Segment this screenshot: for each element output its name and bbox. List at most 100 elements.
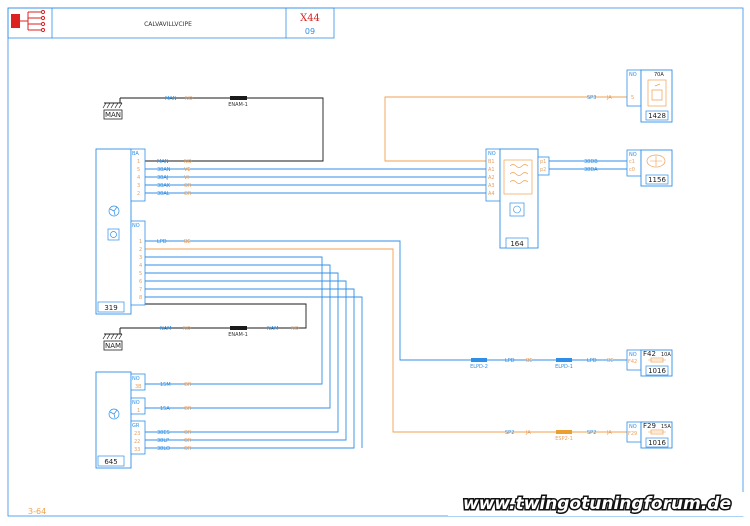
ground-label-man: MAN <box>105 111 121 119</box>
wire-nam <box>120 303 307 329</box>
component-1156: NO c1 c0 1156 <box>626 149 673 187</box>
wire-label: NAM <box>267 326 278 332</box>
pin-number: B1 <box>488 159 495 165</box>
wire-label: 38DA <box>584 167 598 173</box>
pin-number: F42 <box>628 359 637 365</box>
wire-15m <box>145 256 323 385</box>
wire-label: NO <box>185 96 193 102</box>
wire-label: 38AK <box>157 183 171 189</box>
wire-label: OR <box>184 446 192 452</box>
pin-number: 22 <box>134 439 140 445</box>
pin-number: A3 <box>488 183 495 189</box>
ground-symbol: MAN <box>102 98 123 120</box>
wire-label: 38LO <box>157 446 170 452</box>
connector-id: GR <box>132 423 140 429</box>
component-number: 1016 <box>648 439 666 447</box>
pin-number: 2 <box>139 247 142 253</box>
connector-id: NO <box>132 376 140 382</box>
pin-number: 2 <box>137 191 140 197</box>
component-645: NO 3B NO 1 GR 23 22 33 645 <box>95 371 146 469</box>
ground-label-nam: NAM <box>105 342 121 350</box>
wire-label: 38LP <box>157 438 169 444</box>
diagram-title: CALVAVILLVCIPE <box>144 21 192 28</box>
connector-label: ENAM-1 <box>228 102 248 108</box>
pin-number: 4 <box>139 263 142 269</box>
wire-label: VI <box>184 175 189 181</box>
component-number: 319 <box>104 304 117 312</box>
wire-label: GR <box>184 382 192 388</box>
pin-number: 23 <box>134 431 140 437</box>
watermark: www.twingotuningforum.de <box>448 492 748 516</box>
wire-label: MAN <box>165 96 177 102</box>
component-1016-f29: NO F29 F29 15A 1016 <box>626 421 673 449</box>
pin-number: c0 <box>629 167 635 173</box>
wire-label: BE <box>184 239 191 245</box>
wire-38lp <box>145 280 347 441</box>
wire-sp3 <box>384 96 627 162</box>
page-reference: 3-64 <box>28 507 46 516</box>
fuse-name: F42 <box>643 350 656 358</box>
wire-label: GR <box>184 191 192 197</box>
wire-labels: MAN NO MAN NO 38AN VE 38AJ VI 38AK OR 38… <box>157 95 614 452</box>
page-frame <box>7 7 744 517</box>
component-number: 1016 <box>648 367 666 375</box>
wire-label: 15M <box>160 382 171 388</box>
connector-id: NO <box>629 72 637 78</box>
connector-label: ELPD-1 <box>555 364 573 370</box>
wire-label: 38DB <box>584 159 598 165</box>
wire-label: LPD <box>505 358 515 364</box>
wire-label: SP2 <box>505 430 514 436</box>
wire-label: NO <box>183 326 191 332</box>
wire-sp2 <box>145 248 627 433</box>
fan-icon <box>509 202 525 217</box>
fan-icon <box>108 205 120 217</box>
wire-38lo <box>145 288 355 449</box>
sensor-icon <box>646 154 666 168</box>
pin-number: 4 <box>137 175 140 181</box>
fuse-icon <box>648 357 666 363</box>
pin-number: A1 <box>488 167 495 173</box>
wire-label: VE <box>184 167 191 173</box>
pin-number: 33 <box>134 447 140 453</box>
wire-pin8 <box>145 296 363 448</box>
pin-number: 1 <box>137 159 140 165</box>
wire-38es <box>145 272 339 433</box>
wire-man-top <box>120 97 324 162</box>
pin-number: 3 <box>137 183 140 189</box>
pin-number: 1 <box>137 408 140 414</box>
wire-label: JA <box>606 430 612 436</box>
connector-id: NO <box>132 223 140 229</box>
pin-number: A2 <box>488 175 495 181</box>
diagram-code: X44 <box>300 13 320 24</box>
fuse-name: F29 <box>643 422 656 430</box>
connector-logo-icon <box>11 9 46 33</box>
wire-label: OR <box>184 438 192 444</box>
wire-label: LPD <box>587 358 597 364</box>
wire-label: LPD <box>157 239 167 245</box>
wire-label: SP2 <box>587 430 596 436</box>
connector-enam-1: ENAM-1 <box>228 96 248 108</box>
wire-label: NO <box>184 159 192 165</box>
pin-number: 5 <box>139 271 142 277</box>
pin-number: 8 <box>139 295 142 301</box>
ground-symbol: NAM <box>102 328 123 351</box>
pin-number: A4 <box>488 191 495 197</box>
component-164: NO B1 A1 A2 A3 A4 p1 p2 164 <box>485 148 550 249</box>
component-1428: NO 70A 5 1428 <box>626 69 673 123</box>
fan-icon <box>108 408 120 420</box>
wire-label: 38AN <box>157 167 171 173</box>
fuse-icon <box>648 429 666 435</box>
wire-label: OR <box>184 183 192 189</box>
connector-label: ENAM-1 <box>228 332 248 338</box>
wire-lpd <box>145 240 627 361</box>
connector-id: NO <box>488 151 496 157</box>
pin-number: 5 <box>631 95 634 101</box>
wire-label: BE <box>607 358 614 364</box>
pin-number: 3 <box>139 255 142 261</box>
pin-number: 7 <box>139 287 142 293</box>
connector-id: NO <box>629 152 637 158</box>
pin-number: p2 <box>540 167 546 173</box>
wire-label: SP3 <box>587 95 596 101</box>
wire-label: BE <box>526 358 533 364</box>
